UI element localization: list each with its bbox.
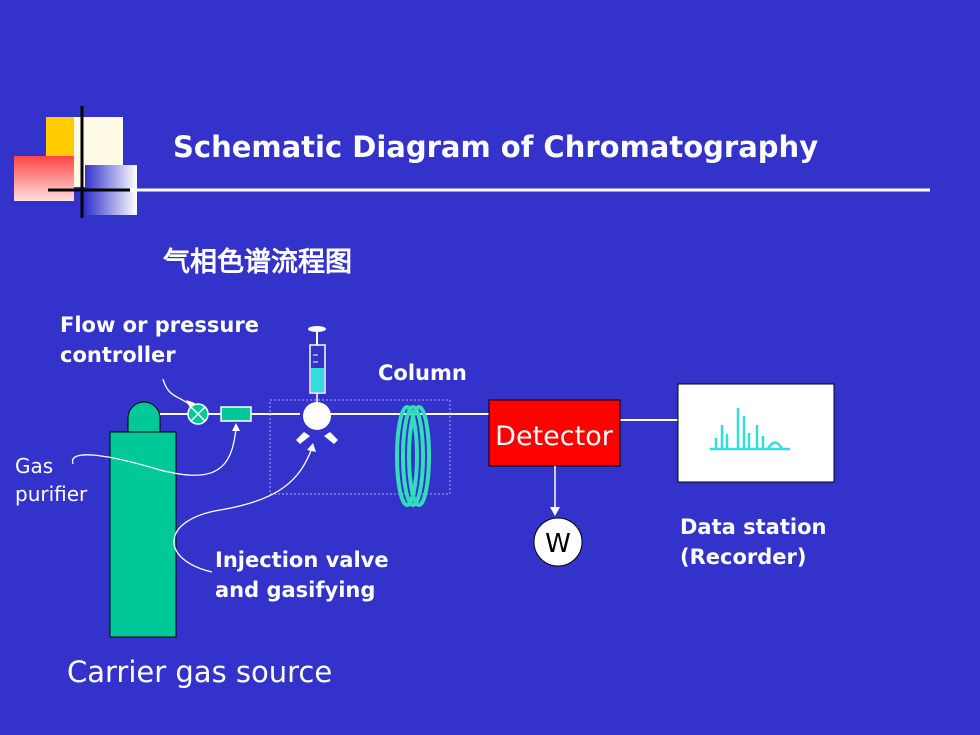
waste-label: W	[545, 529, 571, 559]
column-coil-icon	[395, 405, 431, 507]
title-decoration	[14, 106, 930, 218]
flow-controller-label: Flow or pressure controller	[60, 310, 259, 370]
page-title: Schematic Diagram of Chromatography	[173, 130, 819, 164]
data-station-label-line1: Data station	[680, 515, 827, 539]
injection-valve-pointer-head	[307, 443, 316, 452]
data-station-label-line2: (Recorder)	[680, 545, 807, 569]
detector-label: Detector	[495, 421, 614, 452]
chromatogram-peaks-icon	[710, 408, 790, 451]
cylinder-cap	[127, 401, 161, 433]
column-oven-box	[269, 399, 451, 495]
injection-valve-label-line1: Injection valve	[215, 548, 389, 572]
detector-box	[488, 399, 621, 467]
cylinder-body	[109, 431, 177, 638]
flow-controller-icon	[187, 403, 209, 425]
gas-purifier-icon	[220, 406, 252, 422]
injection-valve-pointer	[173, 447, 313, 573]
data-station-label: Data station (Recorder)	[680, 512, 826, 572]
flow-controller-pointer	[162, 378, 191, 406]
page-subtitle: 气相色谱流程图	[163, 247, 352, 278]
injection-valve-icon	[296, 402, 338, 444]
flow-controller-pointer-head	[186, 400, 195, 408]
gas-purifier-label-line1: Gas	[15, 454, 54, 478]
flow-controller-label-line2: controller	[60, 343, 176, 367]
injection-valve-label-line2: and gasifying	[215, 578, 376, 602]
syringe-icon	[308, 326, 326, 402]
annotation-pointers	[71, 378, 313, 573]
gas-purifier-label-line2: purifier	[15, 482, 88, 506]
gas-cylinder	[109, 401, 177, 638]
waste-arrow-head	[550, 507, 560, 516]
flow-controller-label-line1: Flow or pressure	[60, 313, 259, 337]
gas-purifier-pointer	[71, 427, 237, 476]
waste-circle	[533, 517, 583, 567]
column-label: Column	[378, 361, 467, 385]
injection-valve-label: Injection valve and gasifying	[215, 545, 389, 605]
gas-purifier-label: Gas purifier	[15, 452, 87, 508]
carrier-gas-source-label: Carrier gas source	[67, 655, 333, 689]
red-square-gradient	[14, 156, 74, 201]
gas-purifier-pointer-head	[232, 423, 240, 431]
